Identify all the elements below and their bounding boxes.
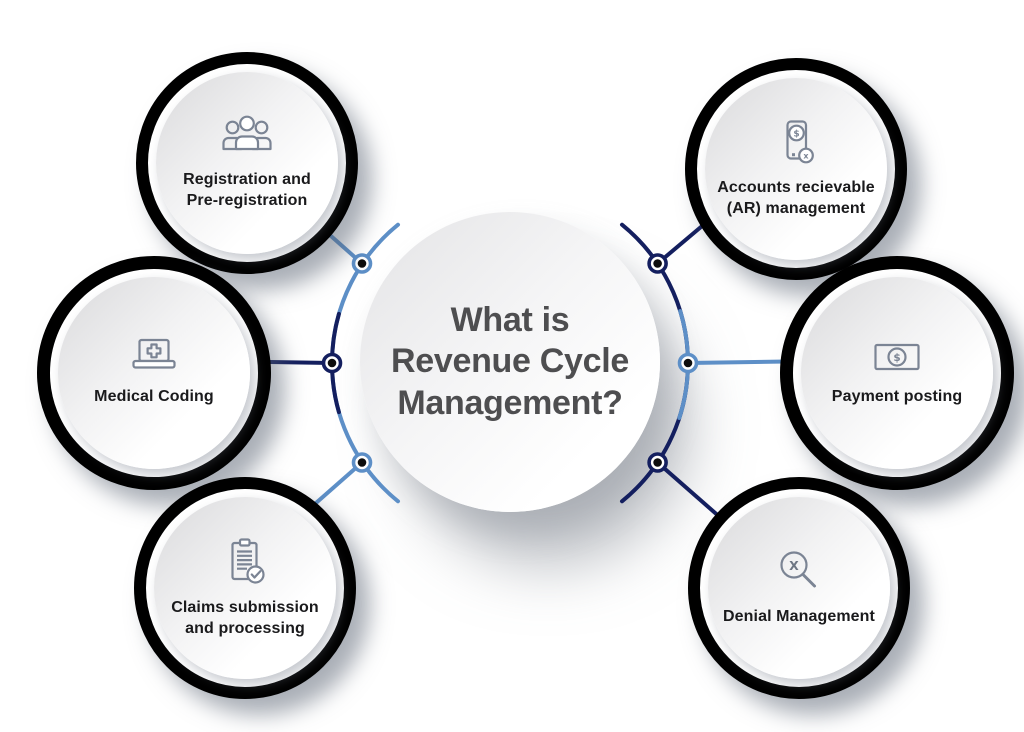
junction-dot-bottom-left <box>351 452 373 473</box>
svg-text:$: $ <box>793 129 799 139</box>
people-group-icon <box>222 115 272 150</box>
svg-text:$: $ <box>893 352 900 364</box>
node-claims-label: Claims submission and processing <box>171 598 319 637</box>
junction-dot-top-left <box>351 253 373 274</box>
node-registration-inner: Registration and Pre-registration <box>156 72 338 254</box>
node-medical-coding-label: Medical Coding <box>94 388 214 406</box>
junction-dot-mid-left <box>321 352 343 374</box>
clipboard-check-icon <box>231 538 265 584</box>
node-denial-management-inner: X Denial Management <box>708 497 890 679</box>
node-payment-posting-inner: $ Payment posting <box>801 277 993 469</box>
junction-dot-top-right <box>647 253 668 274</box>
node-registration-label: Registration and Pre-registration <box>183 170 311 209</box>
svg-text:x: x <box>803 151 809 160</box>
left-arc-navy-segment <box>330 311 341 415</box>
node-registration: Registration and Pre-registration <box>136 52 358 274</box>
medical-laptop-icon <box>132 339 176 370</box>
junction-dot-mid-right <box>677 352 699 374</box>
center-circle: What is Revenue Cycle Management? <box>360 212 660 512</box>
node-medical-coding: Medical Coding <box>37 256 271 490</box>
node-payment-posting: $ Payment posting <box>780 256 1014 490</box>
node-ar-management-label: Accounts recievable (AR) management <box>717 178 875 217</box>
svg-text:X: X <box>789 558 799 573</box>
node-claims: Claims submission and processing <box>134 477 356 699</box>
right-arc-blue-segment <box>677 309 690 420</box>
page-title: What is Revenue Cycle Management? <box>390 300 629 422</box>
junction-dot-bottom-right <box>647 452 668 473</box>
node-ar-management: $ x Accounts recievable (AR) management <box>685 58 907 280</box>
banknote-dollar-icon: $ <box>874 344 920 371</box>
node-payment-posting-label: Payment posting <box>831 388 963 406</box>
node-denial-management: X Denial Management <box>688 477 910 699</box>
node-denial-management-label: Denial Management <box>723 608 875 626</box>
phone-dollar-icon: $ x <box>786 120 814 164</box>
node-claims-inner: Claims submission and processing <box>154 497 336 679</box>
search-x-icon: X <box>780 551 816 588</box>
node-ar-management-inner: $ x Accounts recievable (AR) management <box>705 78 887 260</box>
node-medical-coding-inner: Medical Coding <box>58 277 250 469</box>
